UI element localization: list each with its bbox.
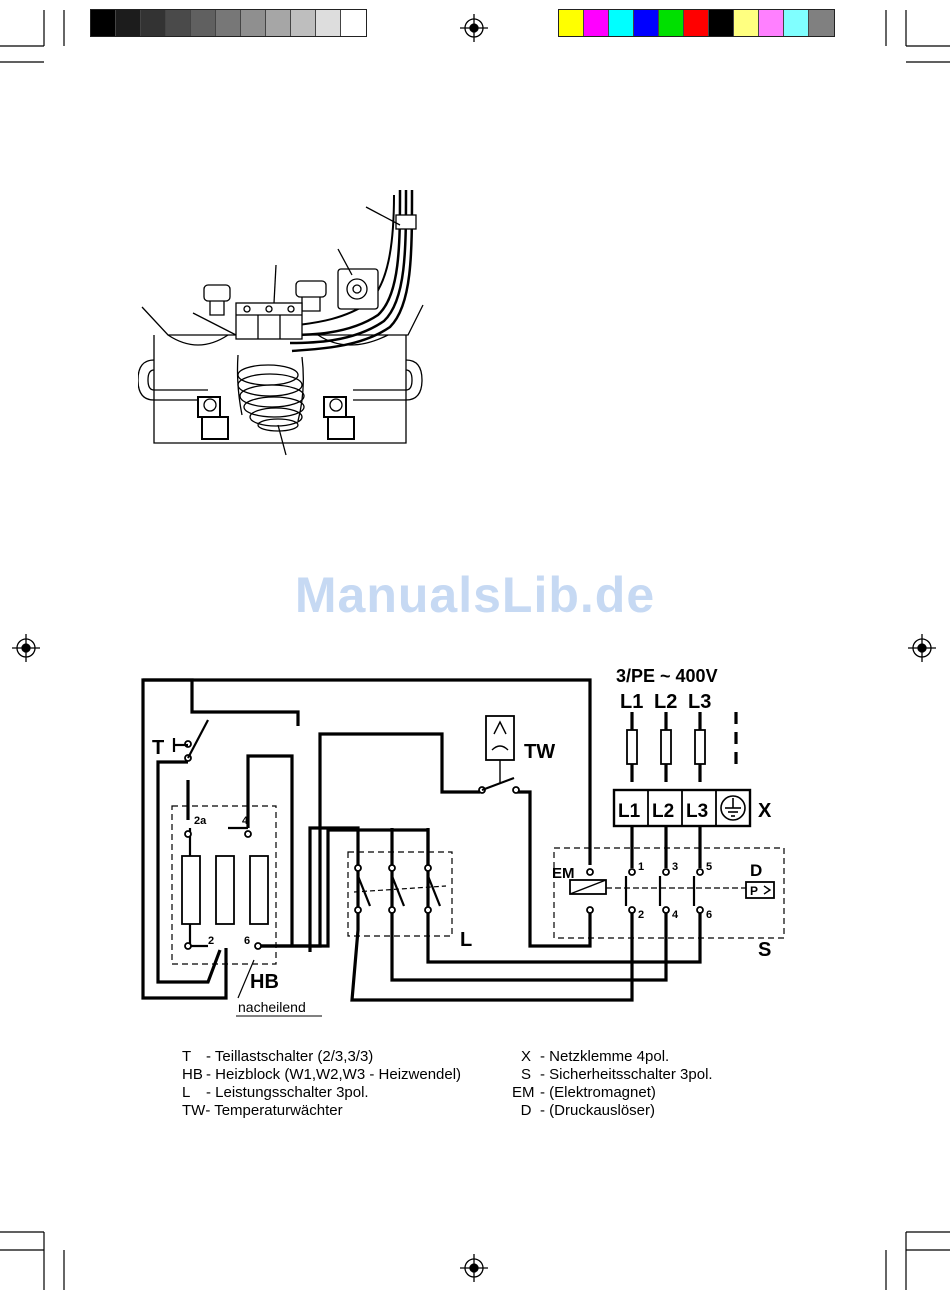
safety-terminal-4: 4 [672, 909, 679, 921]
colorbar-right-swatch-8 [759, 10, 784, 36]
grayscale-color-bar [90, 9, 367, 37]
legend-item-T: T- Teillastschalter (2/3,3/3) [182, 1048, 374, 1065]
colorbar-left-swatch-9 [316, 10, 341, 36]
colorbar-left-swatch-0 [91, 10, 116, 36]
phase-label-l1: L1 [620, 691, 643, 713]
heater-terminal-6: 6 [244, 935, 250, 947]
heater-element-w2 [215, 855, 235, 925]
label-X: X [758, 800, 772, 822]
colorbar-left-swatch-1 [116, 10, 141, 36]
legend-item-HB: HB- Heizblock (W1,W2,W3 - Heizwendel) [182, 1066, 462, 1083]
legend-item-D: D- (Druckauslöser) [520, 1102, 656, 1119]
legend-item-S: S- Sicherheitsschalter 3pol. [520, 1066, 713, 1083]
colorbar-right-swatch-1 [584, 10, 609, 36]
label-T: T [152, 737, 164, 759]
label-L: L [460, 929, 472, 951]
legend-item-X: X- Netzklemme 4pol. [520, 1048, 670, 1065]
label-nacheilend: nacheilend [238, 999, 306, 1015]
heater-block-HB [171, 805, 277, 965]
label-TW: TW [524, 741, 555, 763]
heater-element-w1 [181, 855, 201, 925]
watermark: ManualsLib.de [294, 567, 656, 623]
colorbar-right-swatch-0 [559, 10, 584, 36]
colorbar-right-swatch-5 [684, 10, 709, 36]
safety-terminal-2: 2 [638, 909, 644, 921]
safety-terminal-6: 6 [706, 909, 712, 921]
legend-item-L: L- Leistungsschalter 3pol. [182, 1084, 369, 1101]
pressure-trigger-D [745, 881, 775, 899]
power-switch-L [347, 851, 453, 937]
terminal-label-l3: L3 [686, 801, 708, 822]
colorbar-left-swatch-3 [166, 10, 191, 36]
fuse-l1 [626, 729, 638, 765]
colorbar-left-swatch-4 [191, 10, 216, 36]
colorbar-left-swatch-5 [216, 10, 241, 36]
phase-label-l2: L2 [654, 691, 677, 713]
colorbar-right-swatch-4 [659, 10, 684, 36]
wire-t-to-2a [156, 760, 222, 984]
label-EM: EM [552, 865, 575, 882]
registration-mark-left [12, 634, 40, 662]
colorbar-left-swatch-8 [291, 10, 316, 36]
safety-terminal-3: 3 [672, 861, 678, 873]
safety-switch-S [553, 847, 785, 939]
wiring-diagram: 3/PE ~ 400V L1 L2 L3 L1 L2 L3 X TW T EM … [141, 666, 785, 1017]
wire-4-to-top [246, 754, 294, 946]
registration-mark-right [908, 634, 936, 662]
heater-element-w3 [249, 855, 269, 925]
fuse-l3 [694, 729, 706, 765]
phase-label-l3: L3 [688, 691, 711, 713]
label-D: D [750, 861, 762, 880]
fuse-l2 [660, 729, 672, 765]
colorbar-left-swatch-6 [241, 10, 266, 36]
heater-terminal-2a: 2a [194, 815, 207, 827]
legend-item-TW: TW- Temperaturwächter [182, 1102, 343, 1119]
terminal-label-l2: L2 [652, 801, 674, 822]
colorbar-left-swatch-7 [266, 10, 291, 36]
registration-mark-bottom [460, 1254, 488, 1282]
legend-left: T- Teillastschalter (2/3,3/3) HB- Heizbl… [182, 1048, 461, 1120]
label-P: P [750, 884, 758, 898]
label-S: S [758, 939, 771, 961]
colorbar-left-swatch-2 [141, 10, 166, 36]
colorbar-right-swatch-9 [784, 10, 809, 36]
colorbar-right-swatch-6 [709, 10, 734, 36]
heater-assembly-illustration [138, 189, 424, 456]
process-color-bar [558, 9, 835, 37]
colorbar-right-swatch-10 [809, 10, 834, 36]
colorbar-right-swatch-2 [609, 10, 634, 36]
supply-label: 3/PE ~ 400V [616, 666, 718, 686]
legend-right: X- Netzklemme 4pol. S- Sicherheitsschalt… [512, 1048, 713, 1120]
terminal-label-l1: L1 [618, 801, 641, 822]
legend-item-EM: EM- (Elektromagnet) [512, 1084, 656, 1101]
registration-mark-top [460, 14, 488, 42]
label-HB: HB [250, 971, 279, 993]
safety-terminal-5: 5 [706, 861, 712, 873]
colorbar-right-swatch-3 [634, 10, 659, 36]
safety-terminal-1: 1 [638, 861, 644, 873]
colorbar-right-swatch-7 [734, 10, 759, 36]
heater-terminal-4: 4 [242, 815, 249, 827]
heater-terminal-2: 2 [208, 935, 214, 947]
colorbar-left-swatch-10 [341, 10, 366, 36]
